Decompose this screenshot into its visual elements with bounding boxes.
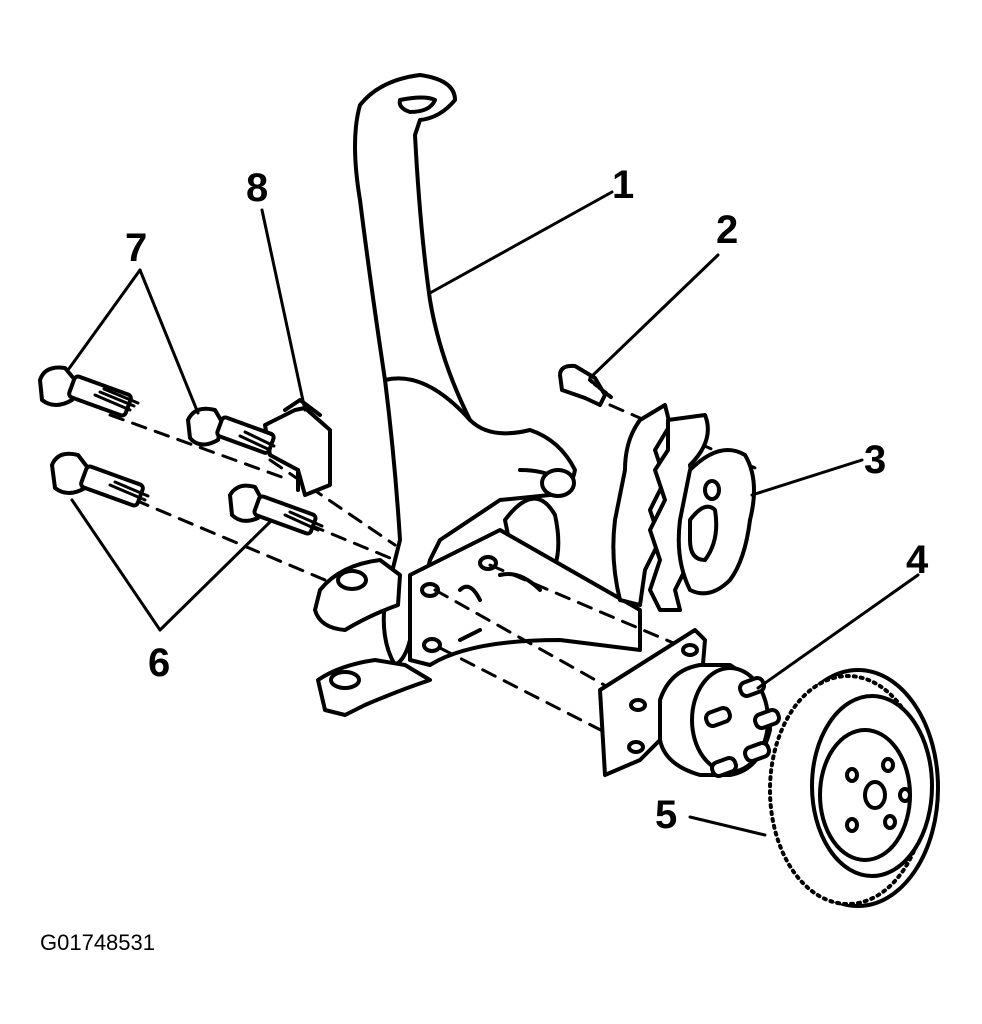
- wheel-studs: [704, 676, 781, 778]
- steering-knuckle: [313, 73, 642, 717]
- callout-4: 4: [906, 538, 929, 582]
- leader-lines: [66, 190, 920, 837]
- wheel-speed-sensor: [558, 363, 614, 407]
- callout-6: 6: [148, 641, 171, 685]
- callout-7: 7: [125, 226, 148, 270]
- callout-1: 1: [612, 163, 635, 207]
- callout-8: 8: [246, 166, 269, 210]
- figure-id: G01748531: [40, 930, 155, 955]
- upper-bolts: [38, 365, 276, 455]
- lower-bolts: [50, 451, 324, 536]
- callout-3: 3: [864, 438, 887, 482]
- bracket: [263, 398, 332, 497]
- brake-pads: [611, 403, 756, 612]
- hub-and-bearing: [598, 628, 781, 778]
- brake-rotor: [768, 668, 940, 908]
- callout-2: 2: [716, 208, 739, 252]
- callout-5: 5: [655, 793, 678, 837]
